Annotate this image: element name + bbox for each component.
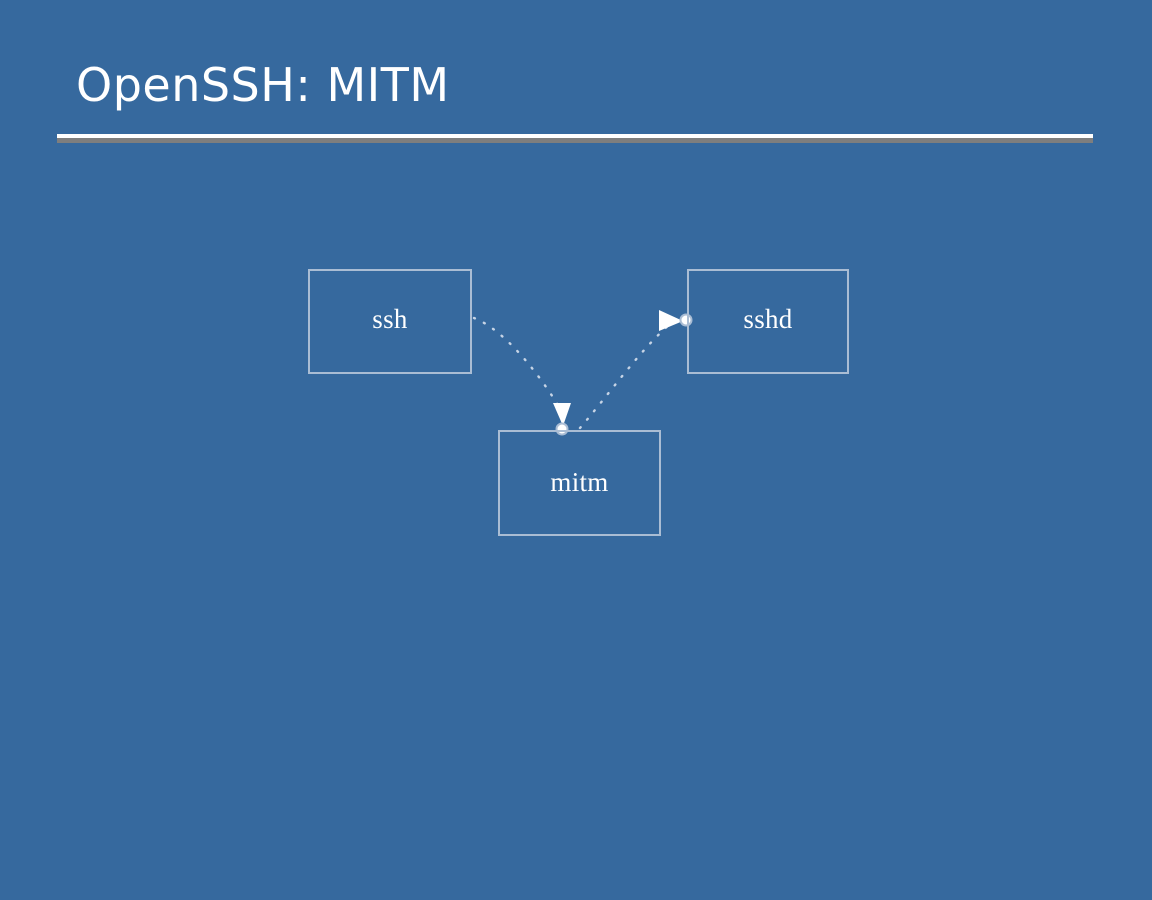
- diagram-node-sshd-label: sshd: [743, 304, 793, 334]
- diagram-node-sshd[interactable]: sshd: [687, 269, 849, 374]
- page-title: OpenSSH: MITM: [76, 58, 450, 112]
- edge-mitm-to-sshd: [578, 323, 671, 430]
- diagram-node-mitm-label: mitm: [550, 466, 609, 497]
- edge-ssh-to-mitm: [472, 316, 563, 412]
- title-rule: [57, 134, 1093, 138]
- diagram-node-ssh[interactable]: ssh: [308, 269, 472, 374]
- diagram-node-ssh-label: ssh: [372, 304, 408, 334]
- title-rule-shadow: [57, 138, 1093, 143]
- title-block: OpenSSH: MITM: [0, 0, 1152, 160]
- diagram-node-mitm[interactable]: mitm: [498, 430, 661, 536]
